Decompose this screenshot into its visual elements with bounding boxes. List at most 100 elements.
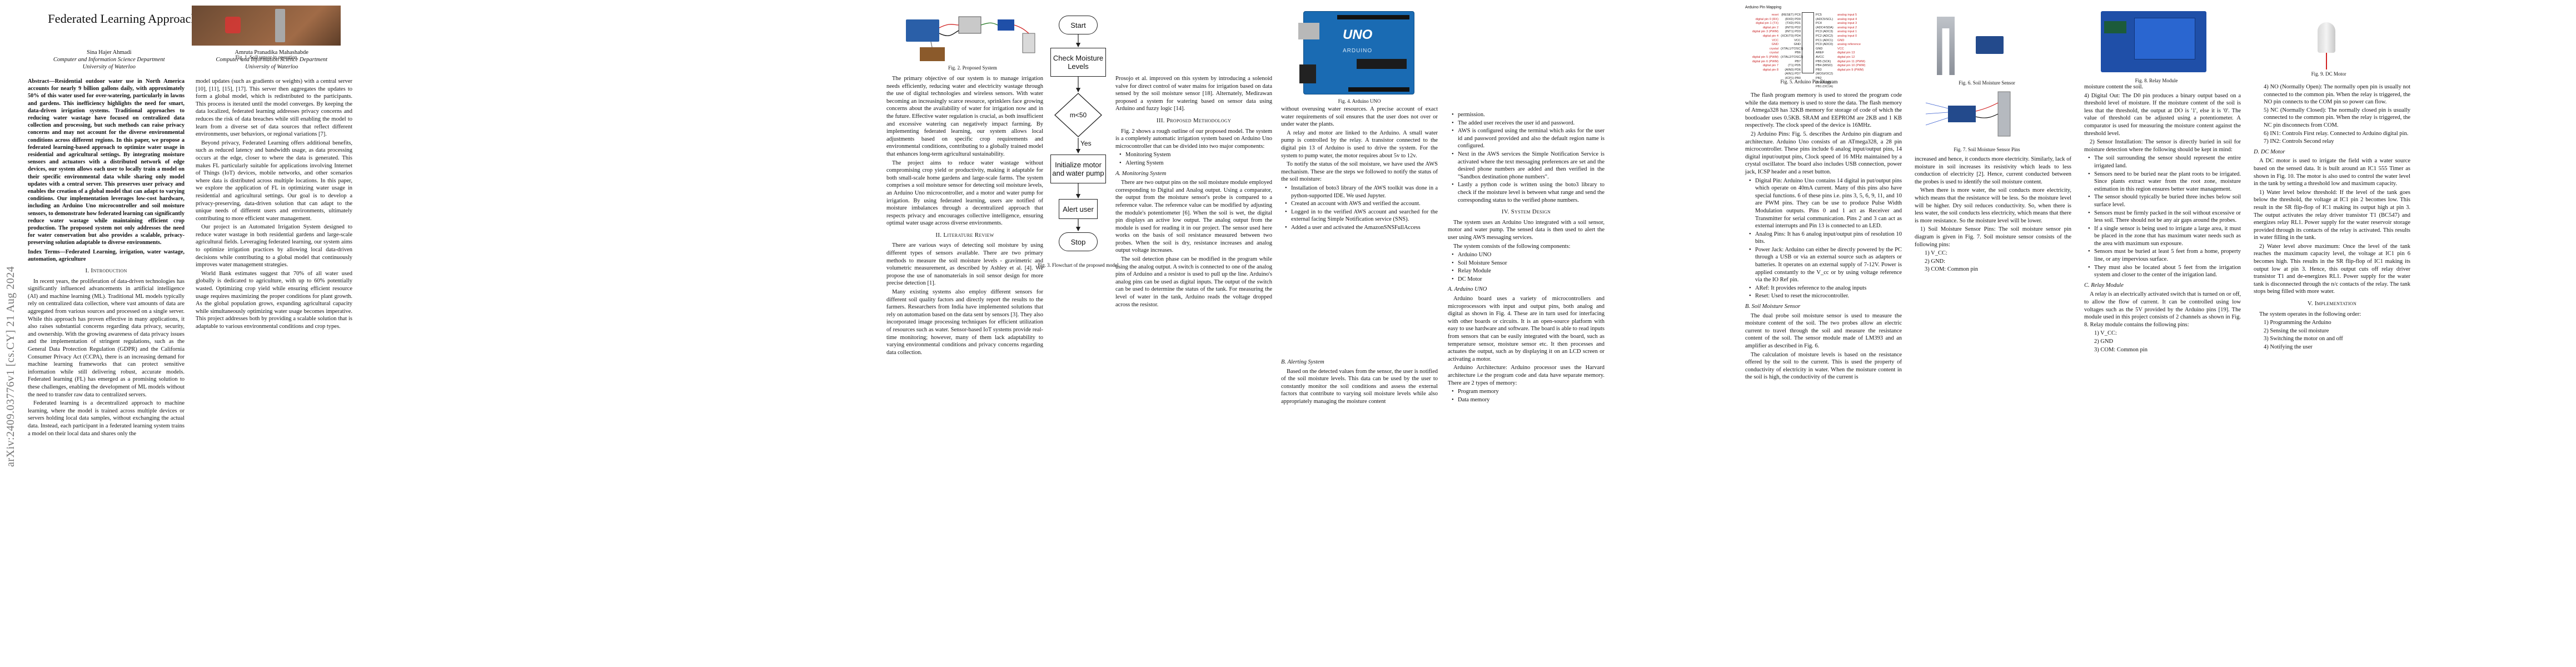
pin-label: digital pin 1 (TX) [1756,22,1778,26]
section-heading-literature-review: II. Literature Review [935,231,994,238]
list-item: 2) GND: [1925,258,1946,265]
list-item: Installation of boto3 library of the AWS… [1285,185,1438,200]
pin-label: (T1) PD5 [1788,64,1801,68]
soil-sensor-photo [192,6,341,46]
pin-label: (XTAL1/TOSC1) PB6 [1781,47,1803,55]
breadboard-shape [958,16,981,34]
figure-7-caption: Fig. 7. Soil Moisture Sensor Pins [1954,147,2020,152]
page1-column-left: Abstract—Residential outdoor water use i… [28,78,185,439]
list-item: 2) Sensing the soil moisture [2264,327,2329,334]
paragraph: The system operates in the following ord… [2259,311,2361,317]
figure-7: Fig. 7. Soil Moisture Sensor Pins [1915,89,2059,200]
paragraph: Prosojo et al. improved on this system b… [1115,76,1272,112]
decision-diamond [1054,93,1102,137]
sensor-pins-list: 1) V_CC: 2) GND: 3) COM: Common pin [1915,250,2071,273]
paragraph: 2) Water level above maximum: Once the l… [2254,243,2410,295]
paragraph: The primary objective of our system is t… [886,76,1043,157]
page2-column-3: UNO ARDUINO Fig. 4. Arduino UNO without … [1281,11,1438,232]
pin-label: PC5 (ADC5/SCL) [1816,13,1833,21]
list-item: 1) Programming the Arduino [2264,320,2331,326]
paragraph: Our project is an Automated Irrigation S… [196,224,352,268]
pin-label: analog reference [1837,43,1861,47]
header-pins-top [1337,15,1409,19]
component-image [225,17,241,33]
paragraph: The system uses an Arduino Uno integrate… [1448,219,1605,241]
figure-3-caption: Fig. 3. Flowchart of the proposed model [1038,262,1119,268]
pin-label: VCC [1794,38,1801,42]
page3-column-2: increased and hence, it conducts more el… [1915,156,2071,274]
paragraph: 1) Soil Moisture Sensor Pins: The soil m… [1915,226,2071,248]
arduino-pin-list: Digital Pin: Arduino Uno contains 14 dig… [1745,177,1902,301]
pin-map-title: Arduino Pin Mapping [1745,6,1781,9]
list-item: 2) GND [2094,339,2114,345]
pin-label: VCC [1772,38,1778,42]
pin-label: digital pin 4 [1762,34,1778,38]
abstract: Abstract—Residential outdoor water use i… [28,78,185,246]
list-item: DC Motor [1452,276,1605,283]
pin-label: digital pin 12 [1837,55,1855,59]
aws-steps-list: Installation of boto3 library of the AWS… [1281,185,1438,232]
pin-label: GND [1793,43,1801,47]
motor-wire-image [2326,53,2327,69]
list-item: 1) V_CC: [1925,250,1947,257]
pin-label: digital pin 0 (RX) [1755,17,1778,21]
figure-4: UNO ARDUINO Fig. 4. Arduino UNO [1281,11,1438,106]
subsection-dc-motor: D. DC Motor [2254,148,2285,155]
subsection-monitoring: A. Monitoring System [1115,170,1167,177]
flowchart-check-moisture: Check Moisture Levels [1050,48,1106,77]
list-item: If a single sensor is being used to irri… [2088,225,2241,248]
arduino-board-shape [906,19,939,42]
proposed-system-diagram [906,16,1035,61]
pin-label: (TXD) PD1 [1785,22,1801,26]
list-item: Power Jack: Arduino can either be direct… [1749,246,1902,284]
flowchart-decision-label: m<50 [1069,111,1087,119]
pin-label: analog input 2 [1837,26,1857,29]
list-item: Lastly a python code is written using th… [1452,181,1605,204]
paragraph: The dual probe soil moisture sensor is u… [1745,312,1902,349]
usb-port-image [1298,23,1319,39]
list-item: They must also be located about 5 feet f… [2088,264,2241,279]
pin-label: PC3 (ADC3) [1816,30,1833,34]
relay-pins-list-continued: 4) NO (Normally Open): The normally open… [2254,83,2410,146]
pin-labels-left: (RESET) PC6(RXD) PD0(TXD) PD1(INT0) PD2(… [1781,13,1803,81]
paragraph: When there is more water, the soil condu… [1915,187,2071,224]
system-components-list: Arduino UNO Soil Moisture Sensor Relay M… [1448,251,1605,283]
list-item: Program memory [1452,388,1605,396]
paragraph: Arduino board uses a variety of microcon… [1448,296,1605,362]
pin-label: (AIN1) PD7 [1785,72,1801,76]
implementation-steps-list: 1) Programming the Arduino 2) Sensing th… [2254,319,2410,351]
paragraph: There are various ways of detecting soil… [886,242,1043,287]
section-heading-proposed-methodology: III. Proposed Methodology [1156,117,1232,124]
list-item: Created an account with AWS and verified… [1285,200,1438,208]
pin-label: AVCC [1816,55,1825,59]
page2-column-left: The primary objective of our system is t… [886,75,1043,357]
list-item: The sensor should typically be buried th… [2088,193,2241,208]
author-2: Amruta Pranadika Mahashabde Computer and… [216,49,328,70]
paragraph: 2) Arduino Pins: Fig. 5. describes the A… [1745,131,1902,175]
pin-label: digital pin 9 (PWM) [1837,68,1864,72]
paragraph: Based on the detected values from the se… [1281,368,1438,405]
list-item: AWS is configured using the terminal whi… [1452,127,1605,150]
figure-4-caption: Fig. 4. Arduino UNO [1338,98,1381,104]
page2-column-4: permission. The added user receives the … [1448,111,1605,404]
installation-guidelines-list: The soil surrounding the sensor should r… [2084,155,2241,279]
paragraph: increased and hence, it conducts more el… [1915,156,2071,185]
pin-label: AREF [1816,51,1824,55]
list-item: 1) V_CC: [2094,330,2117,337]
list-item: Sensors need to be buried near the plant… [2088,171,2241,193]
pin-label: (INT0) PD2 [1785,26,1801,29]
paragraph: Beyond privacy, Federated Learning offer… [196,140,352,222]
pin-label: (XCK/T0) PD4 [1781,34,1801,38]
figure-6-caption: Fig. 6. Soil Moisture Sensor [1959,80,2015,86]
pin-label: (AIN0) PD6 [1785,68,1801,72]
aws-steps-list-continued: permission. The added user receives the … [1448,111,1605,204]
pin-label: GND [1816,47,1823,51]
paragraph: The calculation of moisture levels is ba… [1745,351,1902,381]
subsection-alerting: B. Alerting System [1281,359,1324,365]
pump-shape [1022,33,1035,53]
list-item: 3) COM: Common pin [1925,266,1978,273]
figure-1: Fig. 1. Soil sensor in operation [192,6,341,117]
subsection-arduino: A. Arduino UNO [1448,286,1487,293]
list-item: Digital Pin: Arduino Uno contains 14 dig… [1749,177,1902,230]
